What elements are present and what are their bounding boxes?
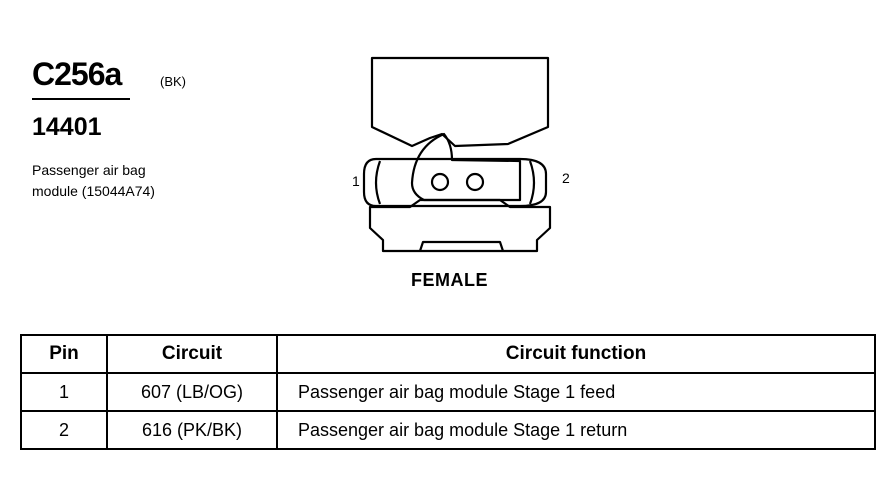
pin-cavity-1 — [430, 172, 450, 192]
keying-shoulder — [410, 132, 522, 202]
header-circuit: Circuit — [106, 334, 278, 374]
end-ridge-right — [528, 160, 536, 205]
description-line-1: Passenger air bag — [32, 162, 146, 178]
circuit-cell: 607 (LB/OG) — [106, 372, 278, 412]
circuit-function-cell: Passenger air bag module Stage 1 feed — [276, 372, 876, 412]
pin-cell: 1 — [20, 372, 108, 412]
description-line-2: module (15044A74) — [32, 183, 155, 199]
header-pin: Pin — [20, 334, 108, 374]
terminal-body — [362, 157, 548, 208]
connector-housing-outline — [368, 56, 552, 253]
header-circuit-function: Circuit function — [276, 334, 876, 374]
part-number: 14401 — [32, 113, 102, 141]
connector-id: C256a — [32, 56, 122, 92]
circuit-cell: 616 (PK/BK) — [106, 410, 278, 450]
pin-1-label: 1 — [352, 173, 360, 189]
end-ridge-left — [374, 160, 382, 205]
table-row: 2 616 (PK/BK) Passenger air bag module S… — [20, 410, 876, 450]
pinout-table: Pin Circuit Circuit function 1 607 (LB/O… — [20, 334, 876, 450]
connector-id-underline — [32, 98, 130, 100]
connector-face-diagram — [362, 56, 552, 253]
color-code: (BK) — [160, 74, 186, 89]
circuit-function-cell: Passenger air bag module Stage 1 return — [276, 410, 876, 450]
connector-gender: FEMALE — [411, 270, 488, 290]
pin-cavity-2 — [465, 172, 485, 192]
pin-cell: 2 — [20, 410, 108, 450]
pin-2-label: 2 — [562, 170, 570, 186]
latch-tab — [418, 240, 505, 252]
connector-description: Passenger air bag module (15044A74) — [32, 160, 232, 202]
table-header-row: Pin Circuit Circuit function — [20, 334, 876, 374]
table-row: 1 607 (LB/OG) Passenger air bag module S… — [20, 372, 876, 412]
